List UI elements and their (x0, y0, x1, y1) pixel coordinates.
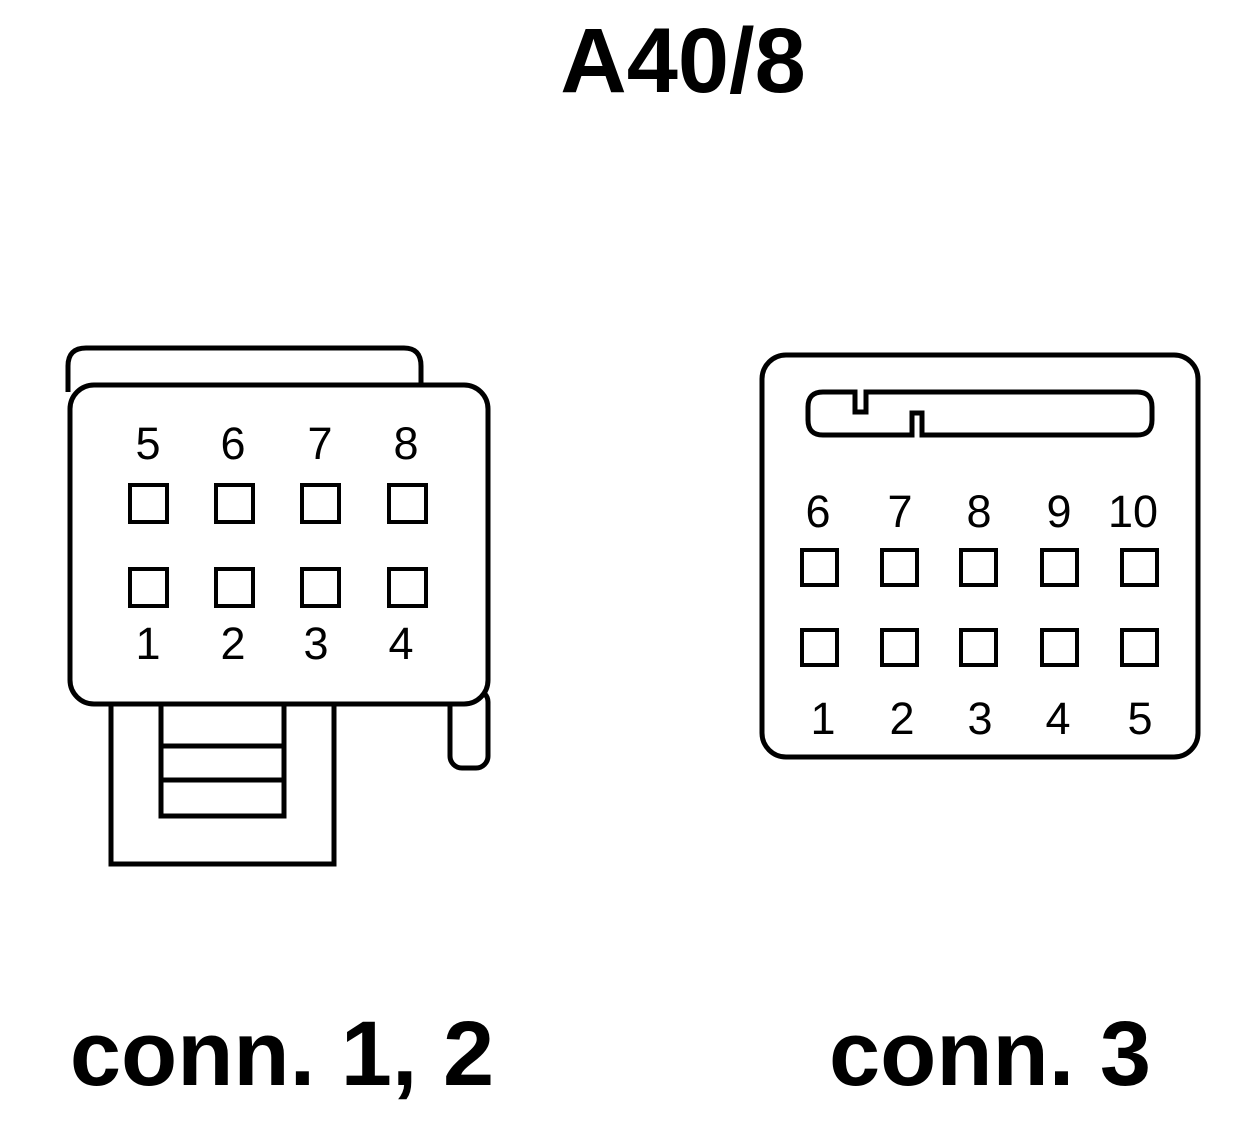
pin-label: 3 (303, 618, 328, 669)
diagram-title: A40/8 (560, 10, 806, 112)
pin-label: 4 (388, 618, 413, 669)
pin-label: 4 (1045, 693, 1070, 744)
pin-cavity (800, 628, 839, 667)
pin-label: 7 (307, 418, 332, 469)
connector-1-2-back-housing (65, 345, 424, 392)
pin-cavity (1040, 628, 1079, 667)
pin-label: 9 (1046, 486, 1071, 537)
pin-cavity (214, 483, 255, 524)
pin-label: 8 (393, 418, 418, 469)
pin-cavity (128, 567, 169, 608)
pin-cavity (387, 567, 428, 608)
pin-label: 8 (966, 486, 991, 537)
connector-3-caption: conn. 3 (829, 1003, 1151, 1105)
connector-1-2-top-row: 5 6 7 8 (128, 418, 428, 524)
connector-1-2: 5 6 7 8 1 2 3 4 (65, 345, 491, 867)
pin-cavity (1120, 548, 1159, 587)
pin-label: 5 (1127, 693, 1152, 744)
pin-cavity (214, 567, 255, 608)
pin-cavity (959, 628, 998, 667)
pin-cavity (1120, 628, 1159, 667)
connector-3-top-row: 6 7 8 9 10 (800, 486, 1159, 587)
connector-3-bottom-row: 1 2 3 4 5 (800, 628, 1159, 744)
pin-label: 1 (810, 693, 835, 744)
pin-cavity (880, 548, 919, 587)
pin-label: 3 (967, 693, 992, 744)
pin-label: 2 (889, 693, 914, 744)
connector-1-2-caption: conn. 1, 2 (70, 1003, 494, 1105)
pin-cavity (800, 548, 839, 587)
pin-label: 1 (135, 618, 160, 669)
pin-label: 7 (887, 486, 912, 537)
connector-3-key-slot (805, 389, 1155, 438)
pin-label: 6 (805, 486, 830, 537)
connector-1-2-bottom-row: 1 2 3 4 (128, 567, 428, 669)
pin-cavity (387, 483, 428, 524)
pin-cavity (1040, 548, 1079, 587)
pin-label: 10 (1108, 486, 1158, 537)
pin-cavity (300, 567, 341, 608)
pin-cavity (959, 548, 998, 587)
pin-cavity (300, 483, 341, 524)
pin-cavity (880, 628, 919, 667)
pin-label: 5 (135, 418, 160, 469)
pin-cavity (128, 483, 169, 524)
connector-1-2-front-housing (67, 382, 491, 707)
connector-3: 6 7 8 9 10 1 2 3 4 5 (759, 352, 1201, 760)
connector-1-2-boot-window (158, 687, 287, 819)
pin-label: 6 (220, 418, 245, 469)
pin-label: 2 (220, 618, 245, 669)
